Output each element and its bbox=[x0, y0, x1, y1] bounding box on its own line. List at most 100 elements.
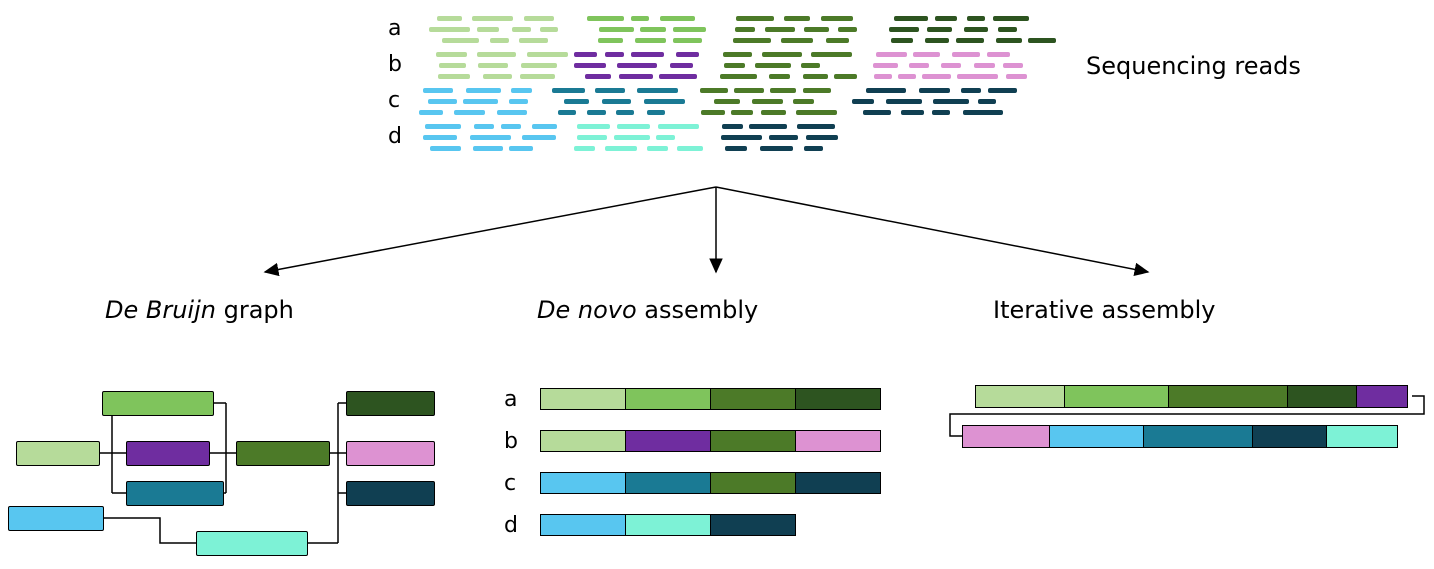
read-dash bbox=[793, 99, 814, 104]
dash-line bbox=[852, 110, 1032, 115]
iterative-segment-teal bbox=[1143, 425, 1253, 448]
read-dash bbox=[585, 74, 611, 79]
iterative-segment-dark_teal bbox=[1252, 425, 1327, 448]
read-dash bbox=[605, 146, 637, 151]
read-row-c: c bbox=[388, 86, 1066, 122]
dash-line bbox=[714, 52, 864, 57]
dash-line bbox=[732, 38, 884, 43]
read-dash bbox=[952, 52, 980, 57]
dash-line bbox=[572, 52, 714, 57]
contig-bar-d bbox=[540, 514, 796, 536]
read-dash bbox=[927, 27, 952, 32]
read-dash bbox=[852, 99, 874, 104]
read-dash bbox=[721, 135, 762, 140]
read-dash bbox=[587, 110, 606, 115]
iterative-segment-dark_green bbox=[1287, 385, 1357, 408]
assembly-row-label: d bbox=[504, 512, 518, 538]
read-dash bbox=[519, 38, 548, 43]
read-dash bbox=[673, 38, 702, 43]
read-dash bbox=[784, 16, 810, 21]
read-dash bbox=[509, 146, 533, 151]
read-dash bbox=[631, 16, 649, 21]
read-dash bbox=[725, 146, 747, 151]
contig-segment-aqua bbox=[625, 514, 711, 536]
assembly-row-a: a bbox=[504, 387, 881, 412]
read-dash bbox=[631, 52, 664, 57]
read-indent bbox=[414, 14, 428, 15]
dash-line bbox=[572, 63, 714, 68]
reads-segment-olive_green bbox=[732, 14, 884, 49]
read-dash bbox=[439, 63, 466, 68]
read-dash bbox=[438, 74, 470, 79]
read-dash bbox=[660, 16, 695, 21]
read-dash bbox=[898, 74, 916, 79]
read-dash bbox=[731, 110, 753, 115]
read-dash bbox=[874, 74, 892, 79]
read-dash bbox=[886, 99, 922, 104]
read-dash bbox=[722, 124, 743, 129]
dash-line bbox=[714, 74, 864, 79]
contig-bar-a bbox=[540, 388, 881, 410]
dash-line bbox=[586, 27, 732, 32]
de-bruijn-node-teal bbox=[126, 481, 224, 506]
dash-line bbox=[732, 16, 884, 21]
dash-line bbox=[428, 16, 586, 21]
read-dash bbox=[935, 16, 957, 21]
read-dash bbox=[941, 63, 961, 68]
read-dash bbox=[909, 63, 929, 68]
read-dash bbox=[616, 110, 634, 115]
dash-line bbox=[718, 146, 860, 151]
dash-line bbox=[586, 38, 732, 43]
contig-segment-pink bbox=[795, 430, 881, 452]
de-bruijn-node-mid_green bbox=[102, 391, 214, 416]
read-dash bbox=[996, 38, 1022, 43]
contig-segment-mid_green bbox=[625, 388, 711, 410]
read-dash bbox=[796, 110, 837, 115]
read-dash bbox=[635, 38, 666, 43]
read-dash bbox=[532, 124, 557, 129]
read-dash bbox=[838, 27, 857, 32]
read-dash bbox=[437, 16, 462, 21]
assembly-row-d: d bbox=[504, 512, 881, 538]
dash-line bbox=[864, 63, 1032, 68]
de-bruijn-node-dark_green bbox=[346, 391, 435, 416]
read-dash bbox=[473, 146, 503, 151]
iterative-title: Iterative assembly bbox=[993, 296, 1216, 324]
read-dash bbox=[876, 52, 907, 57]
read-dash bbox=[617, 124, 650, 129]
read-dash bbox=[821, 16, 853, 21]
read-dash bbox=[993, 16, 1029, 21]
dash-line bbox=[884, 16, 1066, 21]
dash-line bbox=[718, 124, 860, 129]
read-dash bbox=[760, 146, 793, 151]
read-dash bbox=[676, 52, 699, 57]
read-dash bbox=[956, 38, 984, 43]
read-row-a: a bbox=[388, 14, 1066, 50]
dash-line bbox=[432, 74, 572, 79]
dash-line bbox=[416, 88, 550, 93]
read-dash bbox=[574, 146, 595, 151]
read-indent bbox=[414, 50, 432, 51]
read-dash bbox=[804, 27, 829, 32]
read-dash bbox=[901, 110, 924, 115]
dash-line bbox=[420, 135, 562, 140]
read-dash bbox=[558, 110, 576, 115]
read-dash bbox=[811, 52, 852, 57]
read-dash bbox=[617, 63, 657, 68]
read-dash bbox=[963, 110, 1003, 115]
de-bruijn-node-light_blue bbox=[8, 506, 104, 531]
read-dash bbox=[511, 88, 532, 93]
read-row-label: b bbox=[388, 52, 402, 77]
read-dash bbox=[987, 52, 1010, 57]
read-dash bbox=[806, 135, 838, 140]
read-dash bbox=[474, 124, 494, 129]
reads-segment-light_green bbox=[428, 14, 586, 49]
read-dash bbox=[891, 38, 913, 43]
dash-line bbox=[864, 52, 1032, 57]
read-dash bbox=[803, 74, 828, 79]
read-dash bbox=[647, 110, 665, 115]
reads-segment-aqua bbox=[562, 122, 718, 157]
contig-segment-teal bbox=[625, 472, 711, 494]
dash-line bbox=[416, 99, 550, 104]
read-dash bbox=[599, 27, 634, 32]
